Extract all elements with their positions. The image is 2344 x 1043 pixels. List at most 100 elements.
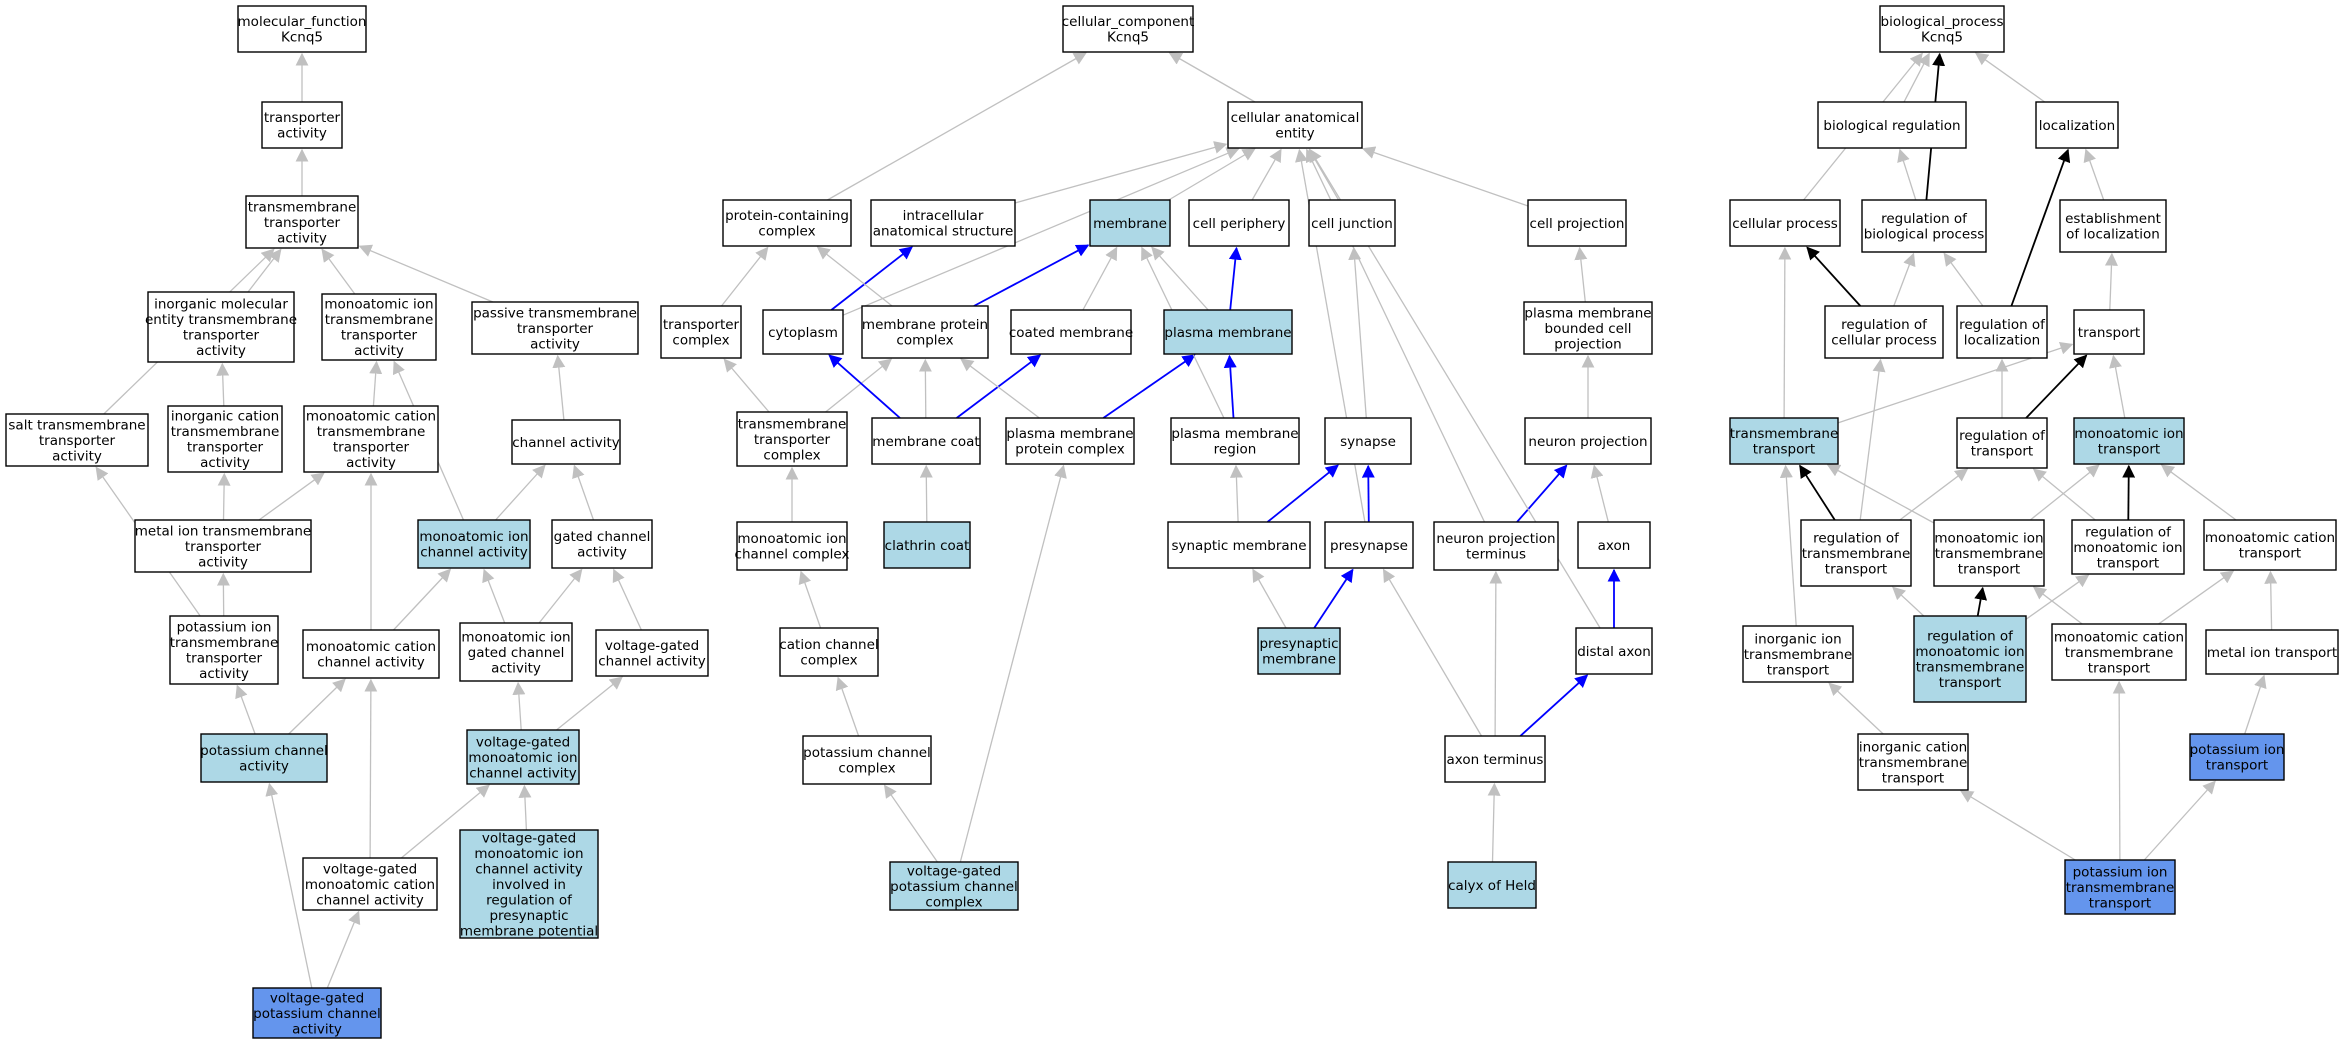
node-label-line: localization (2039, 118, 2115, 134)
node-synm[interactable]: synaptic membrane (1167, 521, 1311, 569)
node-label-line: cellular process (1831, 333, 1937, 349)
node-label-line: biological_process (1881, 14, 2004, 30)
node-breg[interactable]: biological regulation (1817, 101, 1967, 149)
node-box (1524, 417, 1652, 465)
node-box (261, 101, 343, 149)
node-label-line: molecular_function (238, 14, 367, 30)
node-pm[interactable]: plasma membrane (1163, 309, 1293, 355)
node-pita[interactable]: potassium iontransmembranetransporteract… (169, 615, 279, 685)
node-moitta[interactable]: monoatomic iontransmembranetransporterac… (321, 293, 437, 361)
node-cproj[interactable]: cell projection (1527, 199, 1627, 247)
node-label-line: membrane coat (872, 434, 979, 450)
node-mcoat[interactable]: membrane coat (871, 417, 981, 465)
node-icta[interactable]: inorganic cationtransmembranetransporter… (167, 405, 283, 473)
node-coh[interactable]: calyx of Held (1447, 861, 1537, 909)
node-mocta[interactable]: monoatomic cationtransmembranetransporte… (303, 405, 439, 473)
node-ca[interactable]: channel activity (511, 419, 621, 465)
node-cm[interactable]: coated membrane (1009, 309, 1133, 355)
node-trans[interactable]: transport (2073, 309, 2145, 355)
node-axon[interactable]: axon (1577, 521, 1651, 569)
node-label-line: channel activity (598, 654, 705, 670)
node-cp[interactable]: cellular process (1729, 199, 1841, 247)
node-cyto[interactable]: cytoplasm (762, 309, 844, 355)
node-label-line: monoatomic ion (324, 297, 433, 313)
node-cj[interactable]: cell junction (1308, 199, 1396, 247)
node-dax[interactable]: distal axon (1575, 627, 1653, 675)
node-syn[interactable]: synapse (1324, 417, 1412, 465)
node-mit[interactable]: metal ion transport (2205, 629, 2339, 675)
edge-mpc-to-mem (973, 244, 1090, 307)
node-mita[interactable]: metal ion transmembranetransporteractivi… (134, 519, 312, 573)
edge-vgmoica-to-vgca (556, 676, 623, 731)
node-label-line: complex (672, 333, 729, 349)
node-label-line: channel activity (475, 861, 582, 877)
node-loc[interactable]: localization (2035, 101, 2119, 149)
edge-vgmoica-to-moigca (512, 681, 526, 731)
edge-rmoitmt-to-moitmt (1974, 586, 1988, 617)
node-clath[interactable]: clathrin coat (883, 521, 971, 569)
node-presyn[interactable]: presynapse (1324, 521, 1414, 569)
node-box (2189, 733, 2285, 781)
edge-rmoit-to-moit (2122, 464, 2136, 521)
node-label-line: transport (2097, 555, 2159, 571)
node-label-line: biological regulation (1823, 118, 1960, 134)
node-box (1729, 417, 1839, 465)
node-label-line: gated channel (468, 645, 565, 661)
node-axt[interactable]: axon terminus (1444, 735, 1546, 783)
node-np[interactable]: neuron projection (1524, 417, 1652, 465)
node-cper[interactable]: cell periphery (1188, 199, 1290, 247)
node-mem[interactable]: membrane (1089, 199, 1171, 247)
node-label-line: transmembrane (1859, 755, 1968, 771)
